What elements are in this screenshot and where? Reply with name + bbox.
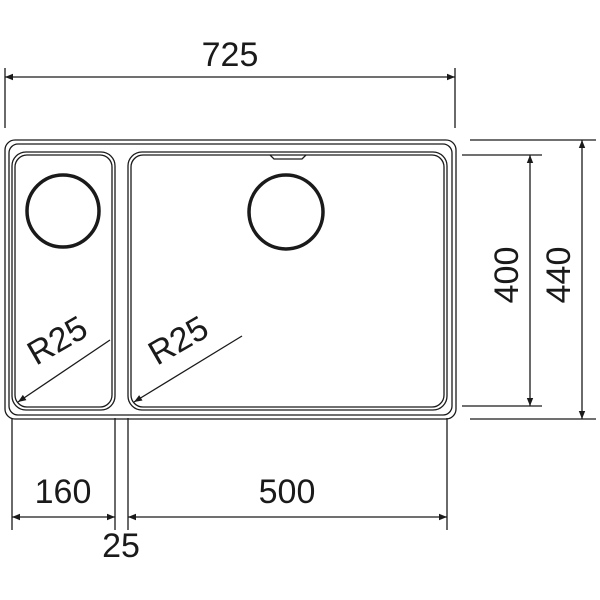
large-bowl-radius-label: R25 bbox=[142, 309, 215, 373]
large-bowl bbox=[127, 151, 448, 411]
bowl-height-label: 400 bbox=[488, 247, 526, 304]
large-bowl-inner bbox=[130, 154, 445, 408]
large-bowl-drain-icon bbox=[247, 173, 325, 251]
small-bowl bbox=[11, 151, 116, 411]
dimension-small-bowl-width: 160 bbox=[12, 473, 115, 521]
small-bowl-width-label: 160 bbox=[35, 473, 92, 511]
large-bowl-width-label: 500 bbox=[259, 473, 316, 511]
overflow-slot bbox=[269, 154, 307, 160]
sink-outline bbox=[4, 139, 457, 420]
overall-width-label: 725 bbox=[202, 36, 259, 74]
dimension-overall-height: 440 bbox=[470, 139, 596, 420]
dimension-bowl-height: 400 bbox=[462, 154, 542, 407]
gap-width-label: 25 bbox=[102, 527, 140, 565]
dimension-overall-width: 725 bbox=[4, 36, 456, 128]
overall-height-label: 440 bbox=[540, 247, 578, 304]
dimension-large-bowl-width: 500 bbox=[128, 473, 447, 521]
small-bowl-radius-callout: R25 bbox=[17, 309, 111, 403]
sink-outline-inner bbox=[8, 143, 453, 416]
bottom-extension-lines bbox=[11, 418, 448, 530]
small-bowl-inner bbox=[14, 154, 113, 408]
small-bowl-drain-icon bbox=[25, 173, 101, 249]
large-bowl-radius-callout: R25 bbox=[133, 309, 243, 403]
small-bowl-radius-label: R25 bbox=[21, 309, 94, 373]
